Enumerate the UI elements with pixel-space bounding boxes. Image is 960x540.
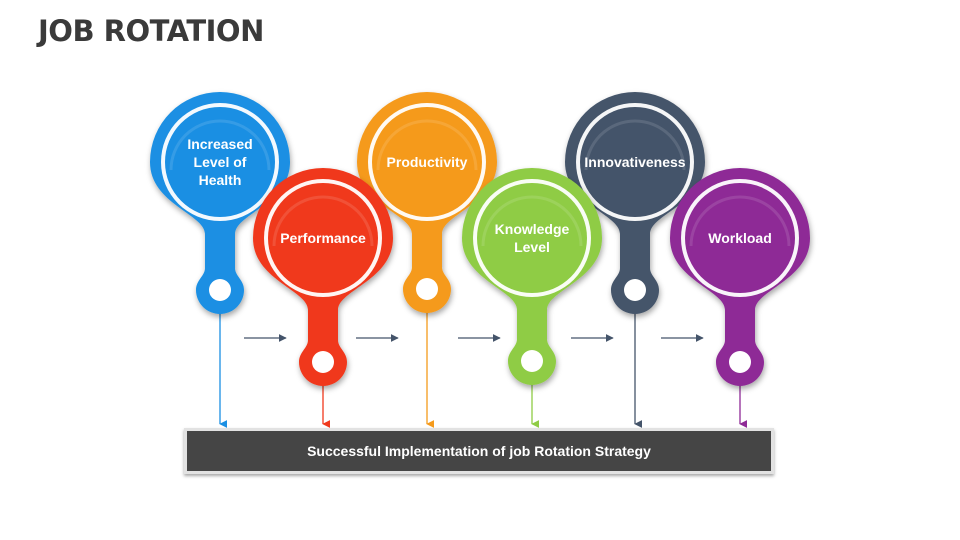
pin-label: Productivity [386, 154, 468, 170]
pin-shape [565, 92, 705, 314]
pin-shape [253, 168, 393, 386]
pin-shape [150, 92, 290, 314]
pin-label: Performance [280, 230, 366, 246]
pin-shape [462, 168, 602, 385]
pin-label: Innovativeness [584, 154, 686, 170]
result-label: Successful Implementation of job Rotatio… [307, 443, 651, 459]
pin-label: Knowledge Level [494, 221, 570, 255]
pin-label: Increased Level of Health [187, 136, 253, 188]
pin-label: Workload [708, 230, 772, 246]
result-box: Successful Implementation of job Rotatio… [184, 428, 774, 474]
pin-shape [357, 92, 497, 313]
page-title: JOB ROTATION [38, 14, 264, 48]
pin-shape [670, 168, 810, 386]
